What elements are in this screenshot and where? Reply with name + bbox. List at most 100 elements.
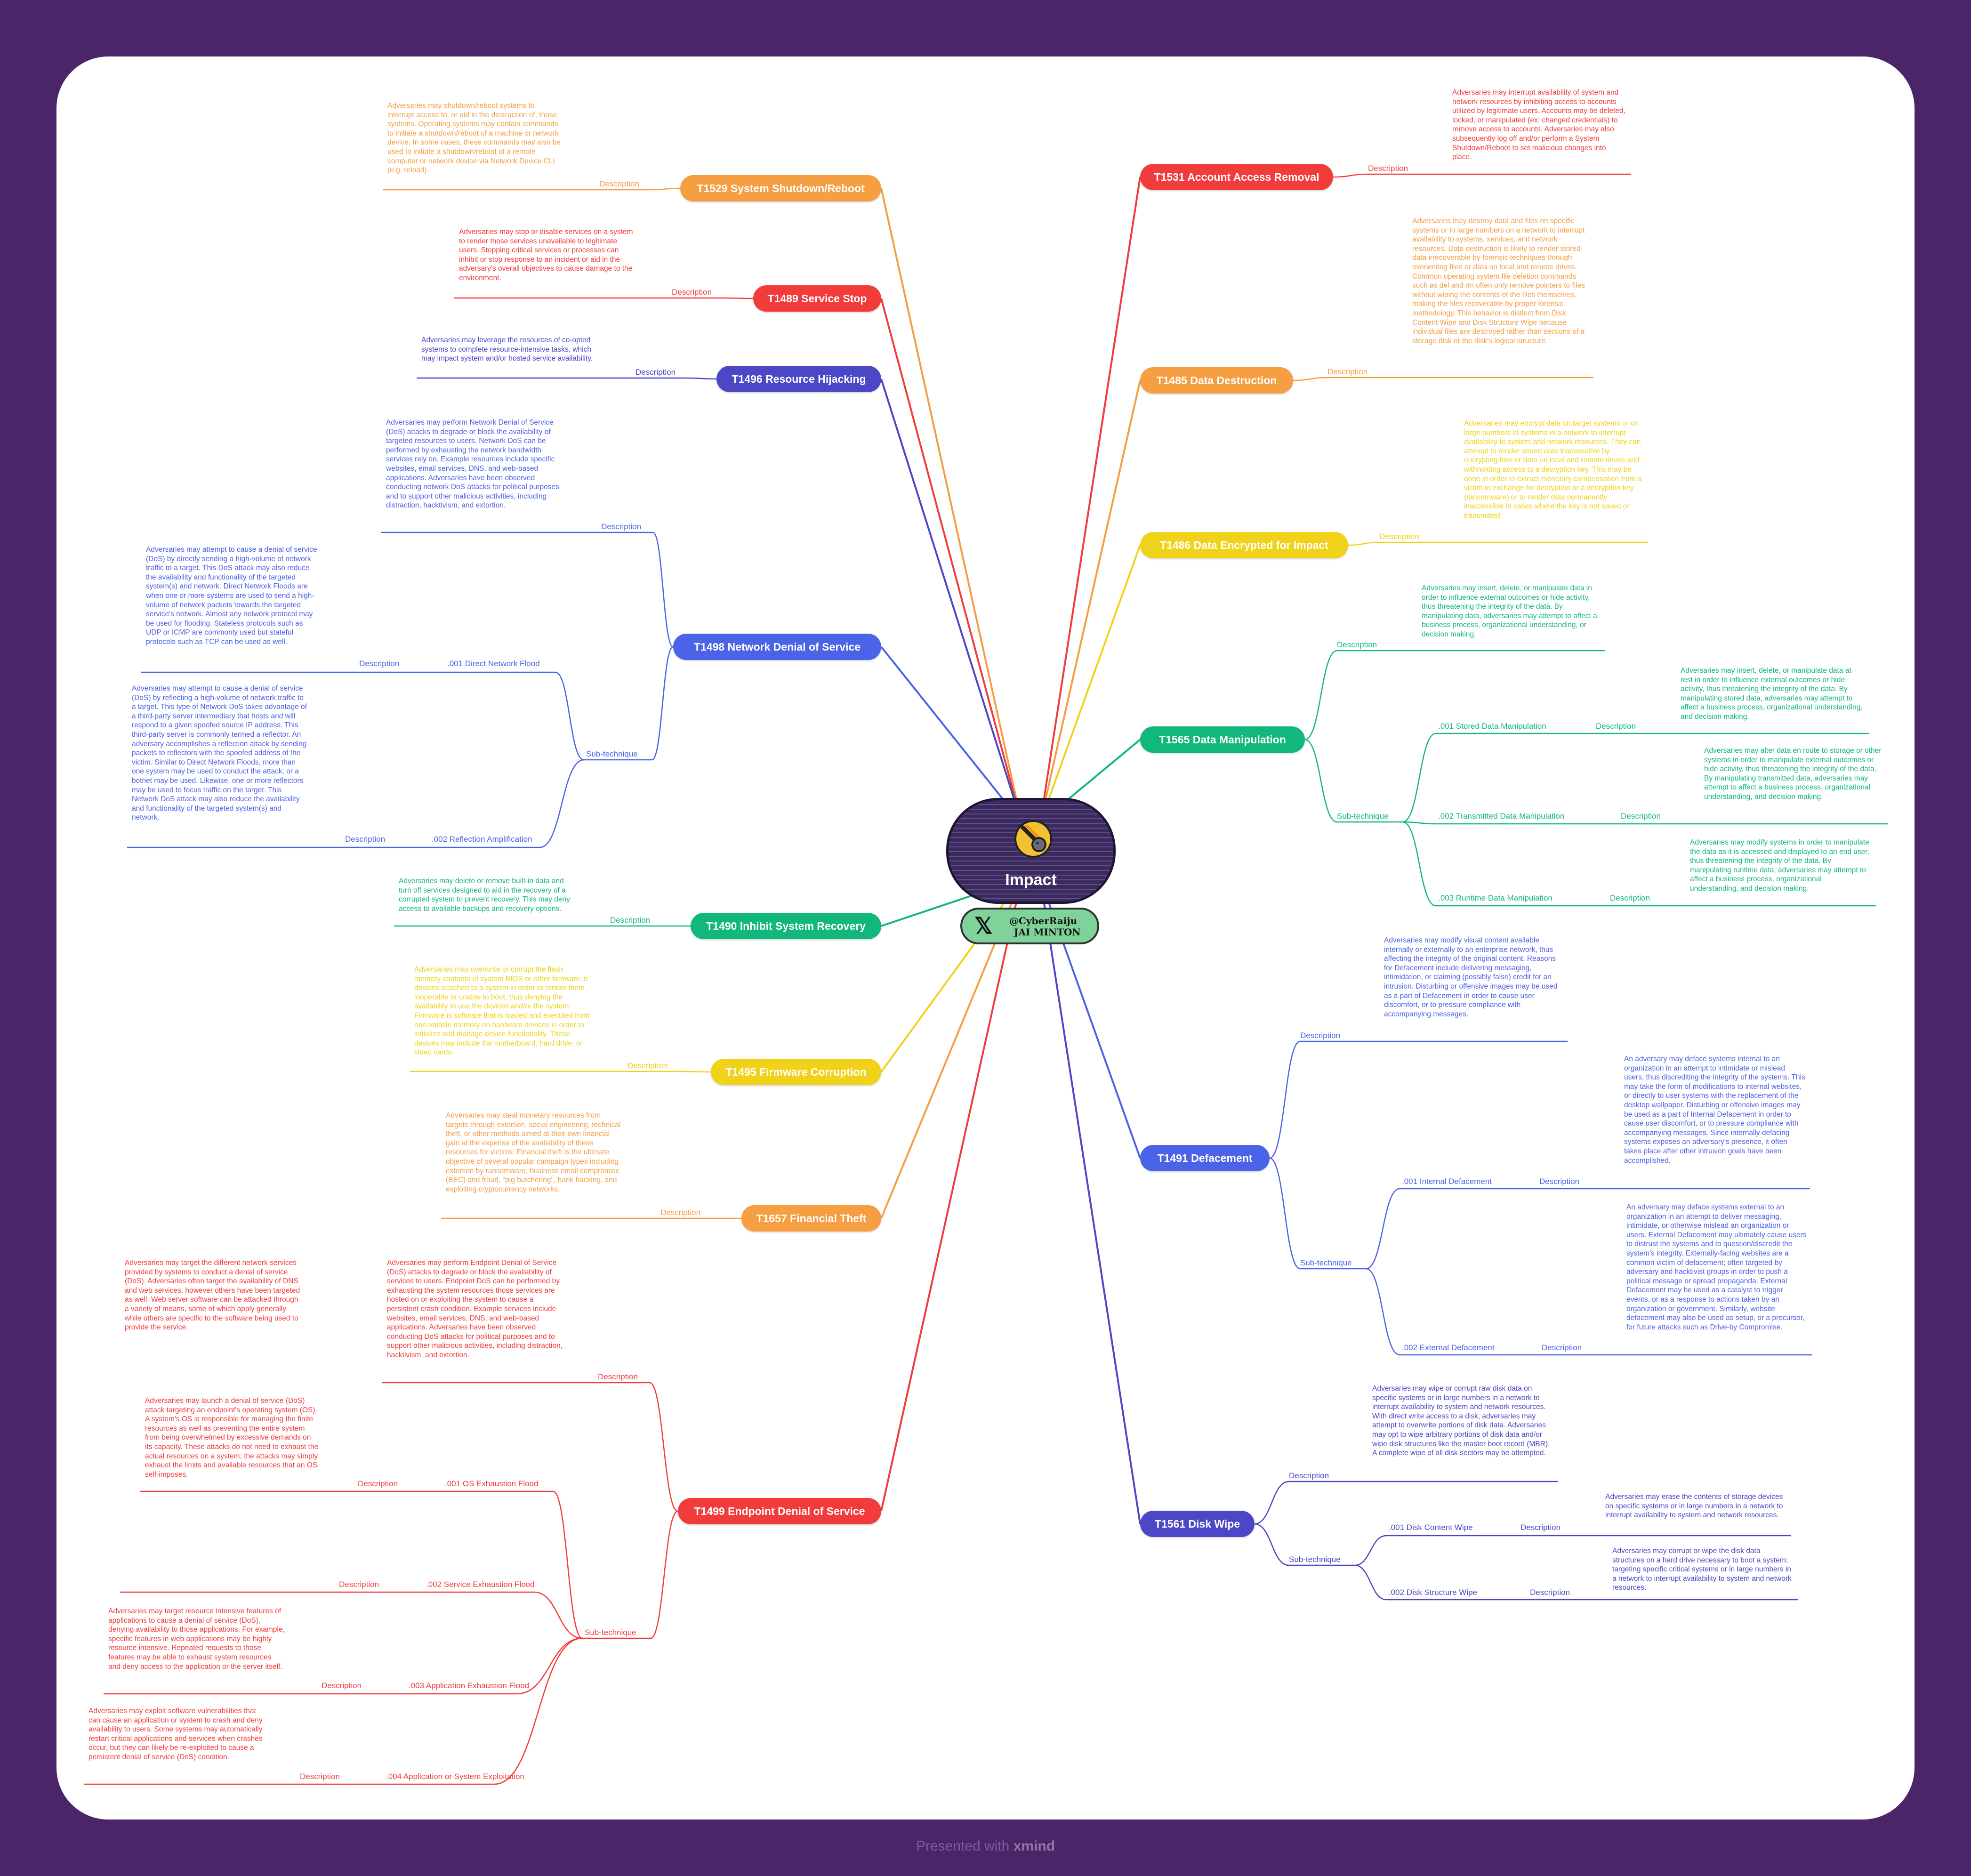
topic-t1565[interactable]: T1565 Data Manipulation xyxy=(1140,726,1305,753)
subtechnique-description-t1561-s2: Adversaries may corrupt or wipe the disk… xyxy=(1612,1547,1792,1592)
subtechnique-t1491-s2[interactable]: .002 External Defacement xyxy=(1402,1343,1495,1352)
subtechnique-t1491-s1[interactable]: .001 Internal Defacement xyxy=(1402,1177,1492,1186)
subtechnique-description-t1499-s3: Adversaries may target resource intensiv… xyxy=(108,1607,285,1671)
description-t1561: Adversaries may wipe or corrupt raw disk… xyxy=(1372,1385,1550,1457)
description-line-t1491 xyxy=(1269,1040,1568,1159)
description-t1529: Adversaries may shutdown/reboot systems … xyxy=(387,102,561,175)
topic-t1495[interactable]: T1495 Firmware Corruption xyxy=(711,1059,881,1085)
topic-t1491[interactable]: T1491 Defacement xyxy=(1140,1145,1270,1171)
footer-prefix: Presented with xyxy=(916,1838,1010,1854)
subtechnique-line-t1565-s2 xyxy=(1402,821,1888,825)
subtechnique-t1565-s3[interactable]: .003 Runtime Data Manipulation xyxy=(1438,894,1553,902)
subtechnique-description-t1498-s1: Adversaries may attempt to cause a denia… xyxy=(146,546,317,646)
connector-t1489 xyxy=(880,298,1022,823)
xmind-brand: xmind xyxy=(1013,1838,1055,1854)
presented-with-footer[interactable]: Presented with xmind xyxy=(0,1838,1971,1854)
description-label-t1495: Description xyxy=(628,1061,668,1070)
subtechnique-label-t1561: Sub-technique xyxy=(1289,1555,1341,1564)
subtechnique-t1499-s3[interactable]: .003 Application Exhaustion Flood xyxy=(409,1681,530,1690)
author-badge[interactable]: 𝕏 @CyberRaiju JAI MINTON xyxy=(960,908,1099,944)
topic-t1489[interactable]: T1489 Service Stop xyxy=(753,285,881,312)
subtechnique-description-t1561-s1: Adversaries may erase the contents of st… xyxy=(1605,1493,1783,1520)
subtechnique-description-label-t1498-s1: Description xyxy=(359,659,400,668)
subtechnique-label-t1565: Sub-technique xyxy=(1337,812,1389,821)
subtechnique-t1498-s1[interactable]: .001 Direct Network Flood xyxy=(447,659,540,668)
description-label-t1561: Description xyxy=(1289,1471,1329,1480)
topic-t1496[interactable]: T1496 Resource Hijacking xyxy=(716,366,881,392)
subtechnique-line-t1561-s1 xyxy=(1354,1535,1791,1566)
subtechnique-line-t1499-s2 xyxy=(120,1591,583,1639)
subtechnique-description-label-t1561-s1: Description xyxy=(1520,1523,1561,1532)
subtechnique-line-t1499 xyxy=(582,1510,678,1639)
description-line-t1486 xyxy=(1348,541,1648,546)
subtechnique-description-t1499-s4: Adversaries may exploit software vulnera… xyxy=(88,1707,263,1761)
topic-t1561[interactable]: T1561 Disk Wipe xyxy=(1140,1511,1255,1537)
subtechnique-line-t1561-s2 xyxy=(1354,1564,1798,1601)
subtechnique-description-label-t1561-s2: Description xyxy=(1530,1588,1570,1597)
topic-t1499[interactable]: T1499 Endpoint Denial of Service xyxy=(678,1498,881,1524)
subtechnique-description-t1498-s2: Adversaries may attempt to cause a denia… xyxy=(132,684,307,822)
topic-t1490[interactable]: T1490 Inhibit System Recovery xyxy=(691,913,881,939)
subtechnique-description-label-t1499-s4: Description xyxy=(300,1772,340,1781)
description-t1491: Adversaries may modify visual content av… xyxy=(1384,936,1558,1018)
subtechnique-line-t1499-s3 xyxy=(104,1637,583,1695)
texture-stripe xyxy=(949,870,1113,871)
subtechnique-line-t1561 xyxy=(1254,1523,1355,1566)
subtechnique-description-t1499-s1: Adversaries may launch a denial of servi… xyxy=(145,1397,319,1479)
topic-t1529[interactable]: T1529 System Shutdown/Reboot xyxy=(680,175,881,201)
topic-t1486[interactable]: T1486 Data Encrypted for Impact xyxy=(1140,532,1348,558)
subtechnique-line-t1491-s1 xyxy=(1366,1188,1810,1270)
subtechnique-line-t1491-s2 xyxy=(1366,1268,1812,1356)
topic-t1657[interactable]: T1657 Financial Theft xyxy=(741,1205,881,1232)
subtechnique-description-t1565-s2: Adversaries may alter data en route to s… xyxy=(1704,747,1882,801)
subtechnique-t1499-s4[interactable]: .004 Application or System Exploitation xyxy=(386,1772,524,1781)
subtechnique-line-t1498 xyxy=(584,646,674,761)
subtechnique-t1499-s2[interactable]: .002 Service Exhaustion Flood xyxy=(426,1580,535,1589)
subtechnique-t1561-s2[interactable]: .002 Disk Structure Wipe xyxy=(1389,1588,1478,1597)
description-line-t1499 xyxy=(382,1382,678,1512)
subtechnique-t1498-s2[interactable]: .002 Reflection Amplification xyxy=(432,835,532,844)
central-topic-impact[interactable]: Impact xyxy=(946,798,1116,904)
subtechnique-line-t1499-s1 xyxy=(140,1490,583,1639)
description-line-t1498 xyxy=(381,531,674,648)
subtechnique-label-t1491: Sub-technique xyxy=(1300,1258,1352,1267)
topic-t1531[interactable]: T1531 Account Access Removal xyxy=(1140,164,1333,190)
subtechnique-t1499-s1[interactable]: .001 OS Exhaustion Flood xyxy=(445,1479,539,1488)
description-label-t1565: Description xyxy=(1337,640,1377,649)
topic-t1485[interactable]: T1485 Data Destruction xyxy=(1140,367,1293,394)
subtechnique-line-t1565 xyxy=(1304,739,1403,823)
description-label-t1529: Description xyxy=(599,179,640,188)
subtechnique-description-t1491-s1: An adversary may deface systems internal… xyxy=(1624,1055,1805,1165)
connector-t1529 xyxy=(880,188,1022,823)
subtechnique-label-t1498: Sub-technique xyxy=(586,749,638,758)
texture-stripe xyxy=(949,865,1113,866)
description-label-t1498: Description xyxy=(601,522,642,531)
description-t1485: Adversaries may destroy data and files o… xyxy=(1412,217,1585,345)
texture-stripe xyxy=(949,875,1113,876)
connector-t1496 xyxy=(880,378,1022,823)
subtechnique-t1561-s1[interactable]: .001 Disk Content Wipe xyxy=(1389,1523,1473,1532)
subtechnique-description-label-t1491-s2: Description xyxy=(1542,1343,1582,1352)
subtechnique-description-label-t1499-s3: Description xyxy=(322,1681,362,1690)
comet-icon xyxy=(1014,820,1052,858)
subtechnique-t1565-s1[interactable]: .001 Stored Data Manipulation xyxy=(1438,722,1546,731)
description-label-t1499: Description xyxy=(598,1372,638,1381)
connector-t1498 xyxy=(880,646,1022,823)
connector-t1485 xyxy=(1039,380,1141,823)
description-label-t1491: Description xyxy=(1300,1031,1341,1040)
description-t1496: Adversaries may leverage the resources o… xyxy=(421,336,593,363)
description-t1489: Adversaries may stop or disable services… xyxy=(459,228,633,282)
subtechnique-line-t1499-s4 xyxy=(84,1637,583,1785)
description-label-t1489: Description xyxy=(672,288,712,297)
texture-stripe xyxy=(949,818,1113,819)
topic-t1498[interactable]: T1498 Network Denial of Service xyxy=(673,634,881,660)
description-line-t1495 xyxy=(410,1071,711,1073)
subtechnique-description-label-t1565-s1: Description xyxy=(1596,722,1636,731)
subtechnique-t1565-s2[interactable]: .002 Transmitted Data Manipulation xyxy=(1438,812,1565,821)
texture-stripe xyxy=(949,804,1113,805)
connector-t1486 xyxy=(1039,545,1141,823)
subtechnique-line-t1498-s2 xyxy=(127,759,584,848)
connector-t1561 xyxy=(1039,878,1141,1524)
connector-t1499 xyxy=(880,878,1022,1512)
connector-t1495 xyxy=(880,878,1022,1073)
